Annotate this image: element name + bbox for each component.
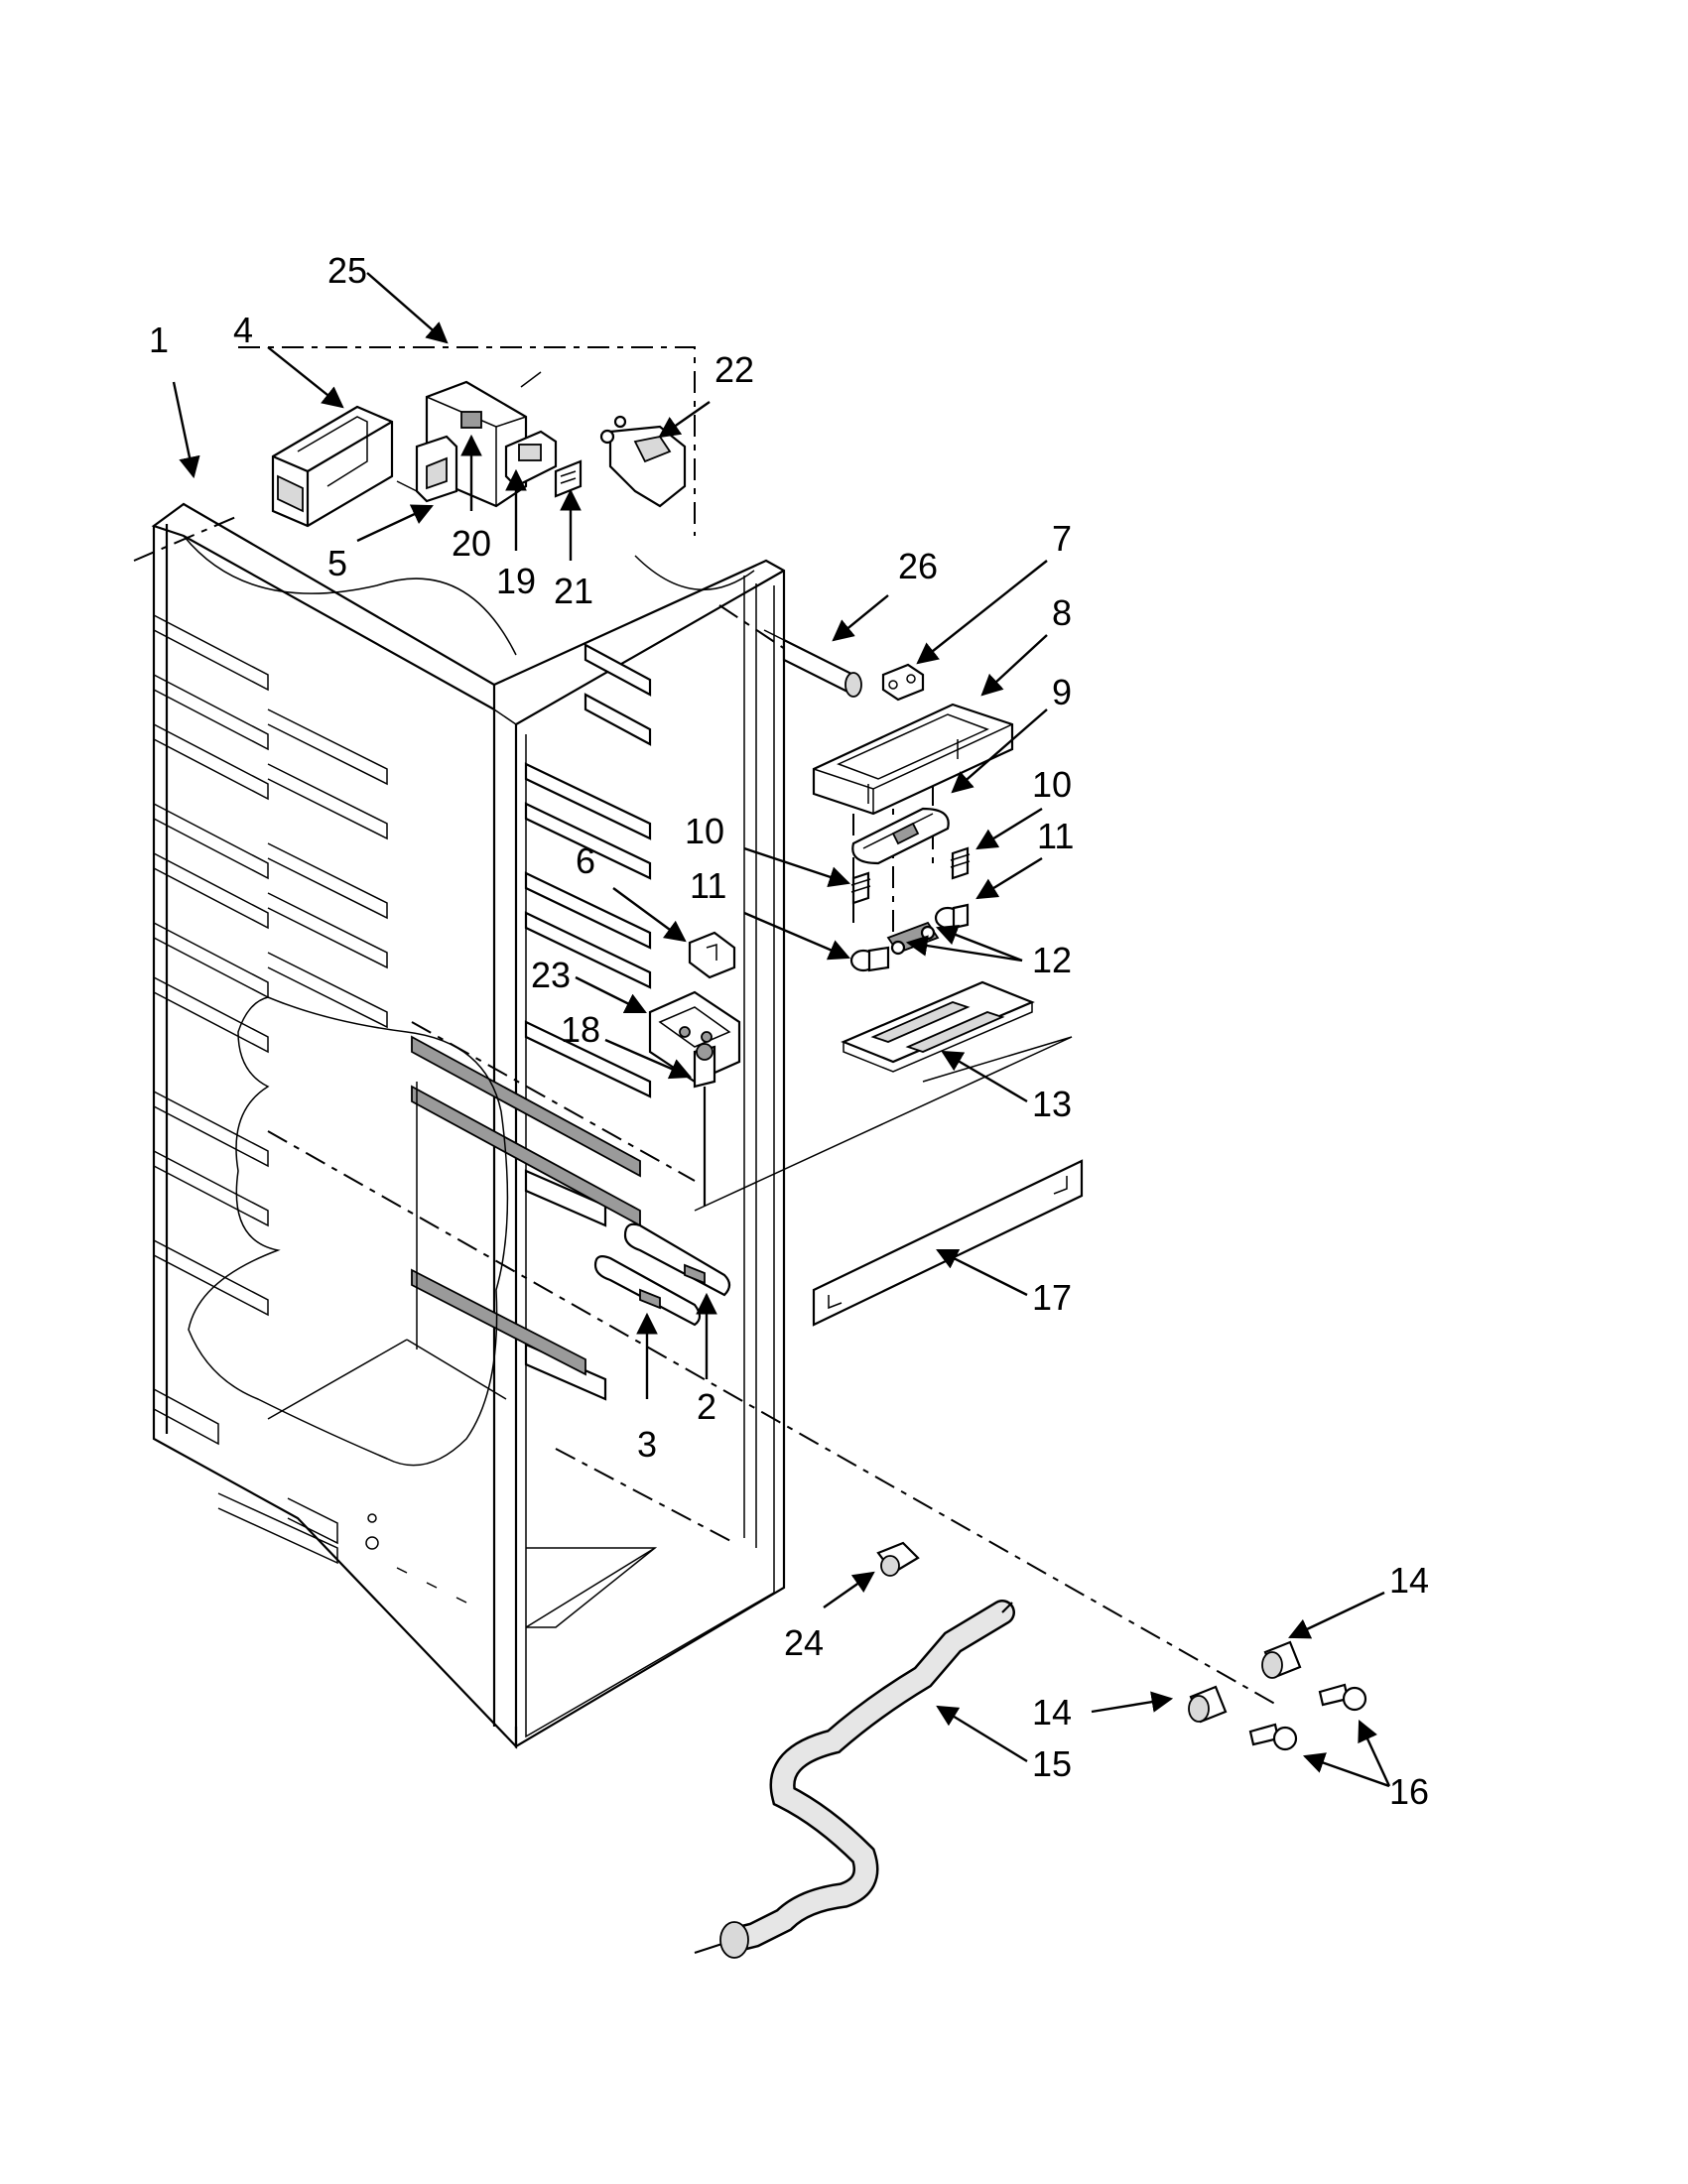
part-11-bulbs — [849, 903, 970, 972]
callout-12: 12 — [1032, 940, 1072, 980]
callout-14-lower: 14 — [1032, 1692, 1072, 1733]
callout-7: 7 — [1052, 518, 1072, 559]
callout-8: 8 — [1052, 592, 1072, 633]
part-8-lamp-housing — [812, 703, 1014, 816]
callout-22: 22 — [714, 349, 754, 390]
part-14-grommets — [1188, 1640, 1302, 1724]
callout-23: 23 — [531, 955, 571, 995]
callout-1: 1 — [149, 320, 169, 360]
part-22-control — [599, 415, 687, 508]
callout-11-left: 11 — [690, 865, 726, 906]
part-13-light-cover — [841, 980, 1035, 1073]
callout-5: 5 — [327, 543, 347, 583]
callout-24: 24 — [784, 1622, 824, 1663]
part-20 — [460, 411, 482, 429]
part-6-clip — [688, 931, 736, 979]
part-9-lens — [851, 807, 950, 865]
callout-18: 18 — [561, 1009, 600, 1050]
part-17-panel — [812, 1159, 1084, 1327]
callout-21: 21 — [554, 571, 593, 611]
callout-10-left: 10 — [685, 811, 724, 851]
callout-26: 26 — [898, 546, 938, 586]
callout-20: 20 — [452, 523, 491, 564]
part-21-label — [554, 459, 583, 498]
part-24-fitting — [876, 1541, 920, 1577]
part-5-housing — [396, 435, 458, 503]
part-26-tube — [763, 629, 862, 698]
callout-3: 3 — [637, 1424, 657, 1465]
part-15-hose — [694, 1600, 1015, 1959]
shelf-supports-left — [153, 614, 388, 1565]
leader-lines — [172, 272, 1391, 1788]
part-4-bracket — [271, 405, 394, 528]
part-7-clip — [881, 663, 925, 702]
callout-19: 19 — [496, 561, 536, 601]
callout-4: 4 — [233, 310, 253, 350]
part-18-thermistor — [693, 1043, 716, 1206]
part-2-plate — [623, 1222, 731, 1297]
part-3-plate — [593, 1255, 702, 1327]
shelf-supports-right — [524, 643, 652, 1401]
liner-cabinet — [151, 502, 786, 1749]
part-12-sockets — [886, 921, 940, 956]
callout-2: 2 — [697, 1386, 716, 1427]
callout-15: 15 — [1032, 1743, 1072, 1784]
callout-16: 16 — [1389, 1771, 1429, 1812]
callout-25: 25 — [327, 250, 367, 291]
callout-11-right: 11 — [1037, 816, 1074, 856]
callout-13: 13 — [1032, 1084, 1072, 1124]
callout-14-upper: 14 — [1389, 1560, 1429, 1601]
part-16-screws — [1248, 1683, 1367, 1751]
callout-6: 6 — [576, 840, 595, 881]
callout-10-right: 10 — [1032, 764, 1072, 805]
part-10-screws — [850, 846, 971, 905]
callout-labels: 25 4 22 1 5 20 19 21 26 7 8 9 10 11 10 1… — [149, 250, 1429, 1812]
callout-9: 9 — [1052, 672, 1072, 712]
callout-17: 17 — [1032, 1277, 1072, 1318]
